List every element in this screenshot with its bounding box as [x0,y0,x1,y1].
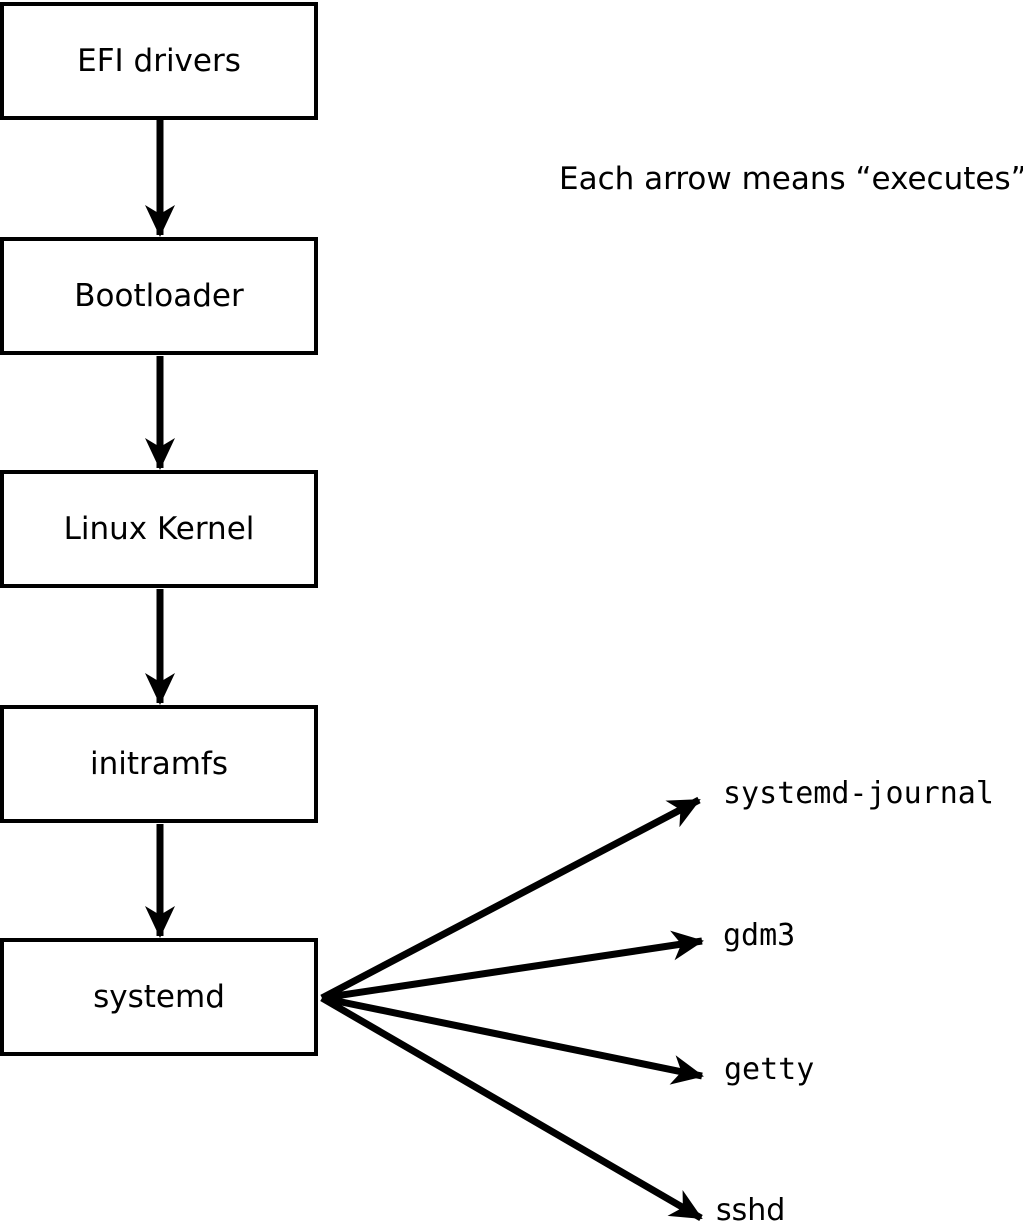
box-initramfs: initramfs [0,705,318,823]
label-sshd: sshd [716,1193,786,1228]
arrow-systemd-to-getty [321,994,704,1085]
arrow-systemd-to-sshd [320,994,703,1222]
box-efi-drivers-label: EFI drivers [77,42,241,79]
box-efi-drivers: EFI drivers [0,2,318,120]
arrow-legend-note: Each arrow means “executes”. [559,161,1023,197]
arrow-systemd-to-gdm3 [321,930,704,1002]
box-initramfs-label: initramfs [89,745,229,782]
arrow-systemd-to-journal [320,796,701,1002]
box-bootloader: Bootloader [0,237,318,355]
box-bootloader-label: Bootloader [74,277,244,314]
label-gdm3: gdm3 [723,918,796,953]
box-systemd-label: systemd [93,978,225,1015]
label-getty: getty [724,1052,815,1087]
box-linux-kernel: Linux Kernel [0,470,318,588]
label-systemd-journal: systemd-journal [723,776,994,811]
box-systemd: systemd [0,938,318,1056]
box-linux-kernel-label: Linux Kernel [63,510,255,547]
